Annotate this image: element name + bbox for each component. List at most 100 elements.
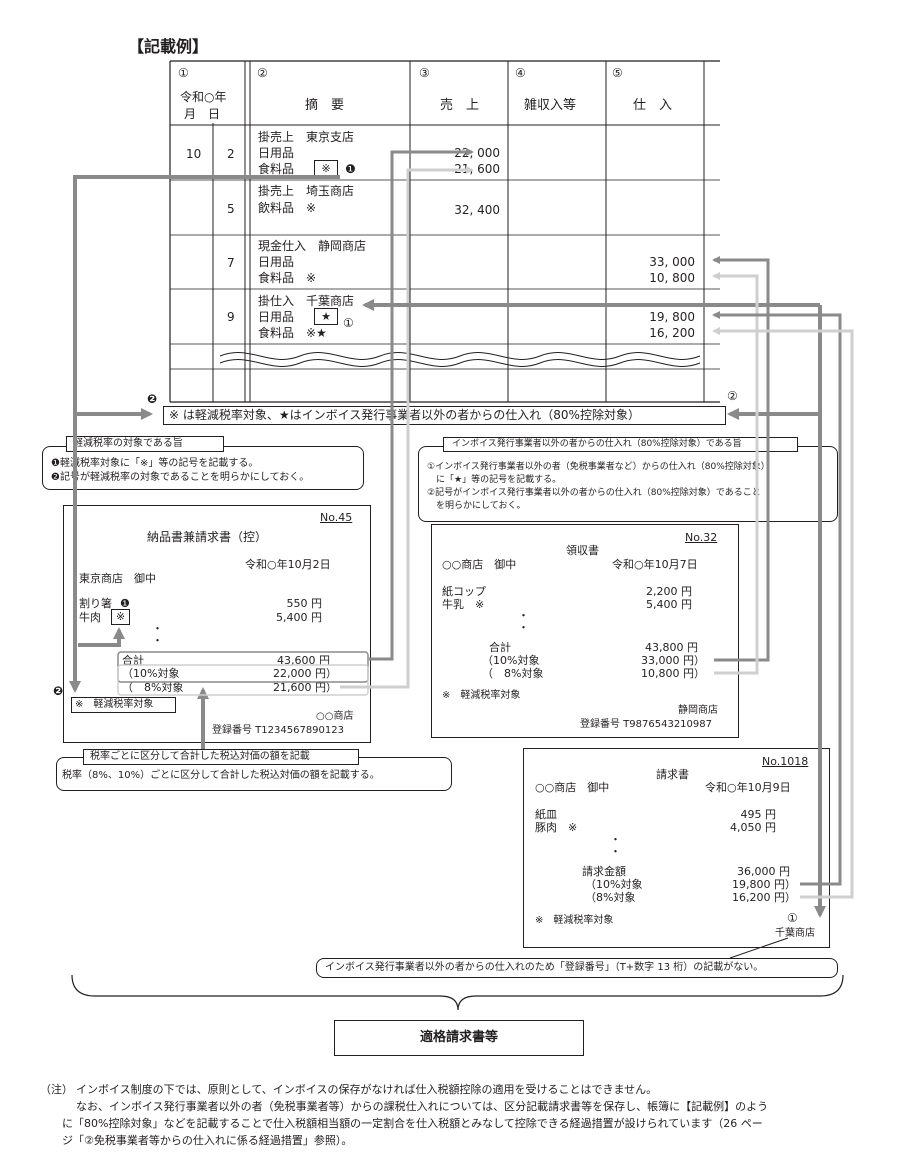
doc2-shop: 静岡商店 [678,705,718,716]
doc1-title: 納品書兼請求書（控） [147,530,268,544]
row2-day: 5 [227,202,235,216]
note-invoice-line4: を明らかにしておく。 [427,501,526,511]
doc3-no: No.1018 [762,755,809,768]
note-reduced-line1: ❶軽減税率対象に「※」等の記号を記載する。 [51,458,259,469]
note-reduced-title: 軽減税率の対象である旨 [66,436,224,452]
doc3-r8-label: （8%対象 [585,891,636,904]
doc2-dots-2: ・ [518,621,529,634]
note-invoice-line3: ②記号がインボイス発行事業者以外の者からの仕入れ（80%控除対象）であること [427,488,761,498]
doc1-date: 令和○年10月2日 [245,558,331,571]
doc2-total-amt: 43,800 円 [645,641,698,654]
note-invoice-title: インボイス発行事業者以外の者からの仕入れ（80%控除対象）である旨 [443,437,798,452]
doc2-item2-amt: 5,400 円 [646,598,692,611]
doc3-dots-1: ・ [610,833,621,846]
row4-purchase1: 19, 800 [649,310,695,324]
row4-day: 9 [227,310,235,324]
row1-line1: 掛売上 東京支店 [258,130,355,144]
doc1-shop: ○○商店 [316,711,354,722]
doc2-r8-amt: 10,800 円） [641,667,705,680]
col1-num: ① [178,66,189,80]
row2-sales1: 32, 400 [454,203,500,217]
doc3-footnote: ※ 軽減税率対象 [535,915,614,926]
doc2-receipt [431,524,739,738]
doc2-reg: 登録番号 T9876543210987 [580,719,712,730]
doc3-item1-amt: 495 円 [740,808,777,821]
row1-line3: 食料品 [258,162,295,176]
row2-line1: 掛売上 埼玉商店 [258,184,355,198]
row1-sales1: 22, 000 [454,146,500,160]
row4-line2: 日用品 [258,310,295,324]
doc3-r10-amt: 19,800 円） [732,878,796,891]
doc1-footnote: ※ 軽減税率対象 [71,697,176,713]
doc2-dots-1: ・ [518,609,529,622]
doc1-item2-mark: ※ [111,609,130,625]
col1-label-b: 月 日 [184,107,221,121]
col4-num: ④ [515,66,526,80]
doc3-dots-2: ・ [610,845,621,858]
doc1-no: No.45 [320,511,353,524]
note-reduced-line2: ❷記号が軽減税率の対象であることを明らかにしておく。 [51,472,310,483]
doc2-item2: 牛乳 ※ [442,598,485,611]
doc1-r10-amt: 22,000 円） [273,667,337,680]
row4-mark: ★ [314,308,338,325]
doc3-circle: ① [787,911,798,925]
doc1-badge2: ❷ [53,684,64,698]
doc1-r8-label: （ 8%対象 [122,681,184,694]
col5-label: 仕 入 [633,98,673,113]
doc3-to: ○○商店 御中 [535,781,610,794]
row2-line2: 飲料品 ※ [258,201,317,215]
note-noreg: インボイス発行事業者以外の者からの仕入れのため「登録番号」（T+数字 13 桁）… [316,958,838,978]
row1-mark: ※ [314,160,338,177]
footer-line2: なお、インボイス発行事業者以外の者（免税事業者等）からの課税仕入れについては、区… [76,1100,769,1113]
legend-text: ※ は軽減税率対象、★はインボイス発行事業者以外の者からの仕入れ（80%控除対象… [169,408,640,422]
doc1-item1: 割り箸 [79,597,112,610]
doc2-item1: 紙コップ [442,585,486,598]
page-heading: 【記載例】 [128,37,209,56]
footer-line3: に「80%控除対象」などを記載することで仕入税額相当額の一定割合を仕入税額とみな… [62,1117,763,1130]
note-taxrate-title: 税率ごとに区分して合計した税込対価の額を記載 [83,749,359,765]
col4-label: 雑収入等 [524,98,577,113]
row3-day: 7 [227,256,235,270]
col3-num: ③ [419,66,430,80]
doc1-r10-label: （10%対象 [122,667,180,680]
doc1-r8-amt: 21,600 円） [273,681,337,694]
row4-circle: ① [343,316,354,330]
footer-label: （注） [40,1083,73,1096]
doc2-no: No.32 [685,531,718,544]
doc3-r10-label: （10%対象 [585,878,643,891]
col2-label: 摘 要 [305,98,345,113]
doc3-total-label: 請求金額 [582,865,626,878]
doc3-item1: 紙皿 [535,808,557,821]
note-invoice-line1: ①インボイス発行事業者以外の者（免税事業者など）からの仕入れ（80%控除対象） [427,462,770,472]
doc2-r10-label: （10%対象 [482,654,540,667]
doc2-total-label: 合計 [489,641,511,654]
footer-line4: ジ「②免税事業者等からの仕入れに係る経過措置」参照）。 [62,1134,353,1147]
col5-num: ⑤ [612,66,623,80]
doc1-to: 東京商店 御中 [79,572,156,585]
row3-line2: 日用品 [258,255,295,269]
row1-badge: ❶ [345,162,356,176]
row1-month: 10 [186,147,202,161]
row3-purchase1: 33, 000 [649,255,695,269]
doc2-r10-amt: 33,000 円） [641,654,705,667]
doc2-date: 令和○年10月7日 [612,558,698,571]
doc1-total-amt: 43,600 円 [277,654,330,667]
doc1-total-label: 合計 [122,654,144,667]
row1-sales2: 21, 600 [454,162,500,176]
bracket-label: 適格請求書等 [334,1020,584,1056]
doc1-item2: 牛肉 [79,611,101,624]
doc3-item2-amt: 4,050 円 [730,821,776,834]
doc3-title: 請求書 [656,768,689,781]
row3-line3: 食料品 ※ [258,271,317,285]
doc3-total-amt: 36,000 円 [737,865,790,878]
row4-line3: 食料品 ※★ [258,326,327,340]
doc2-item1-amt: 2,200 円 [646,585,692,598]
doc2-title: 領収書 [566,544,599,557]
doc3-shop: 千葉商店 [775,928,815,939]
doc2-to: ○○商店 御中 [442,558,517,571]
row3-purchase2: 10, 800 [649,271,695,285]
col2-num: ② [257,66,268,80]
row3-line1: 現金仕入 静岡商店 [258,239,367,253]
doc1-reg: 登録番号 T1234567890123 [212,725,344,736]
doc2-r8-label: （ 8%対象 [482,667,544,680]
